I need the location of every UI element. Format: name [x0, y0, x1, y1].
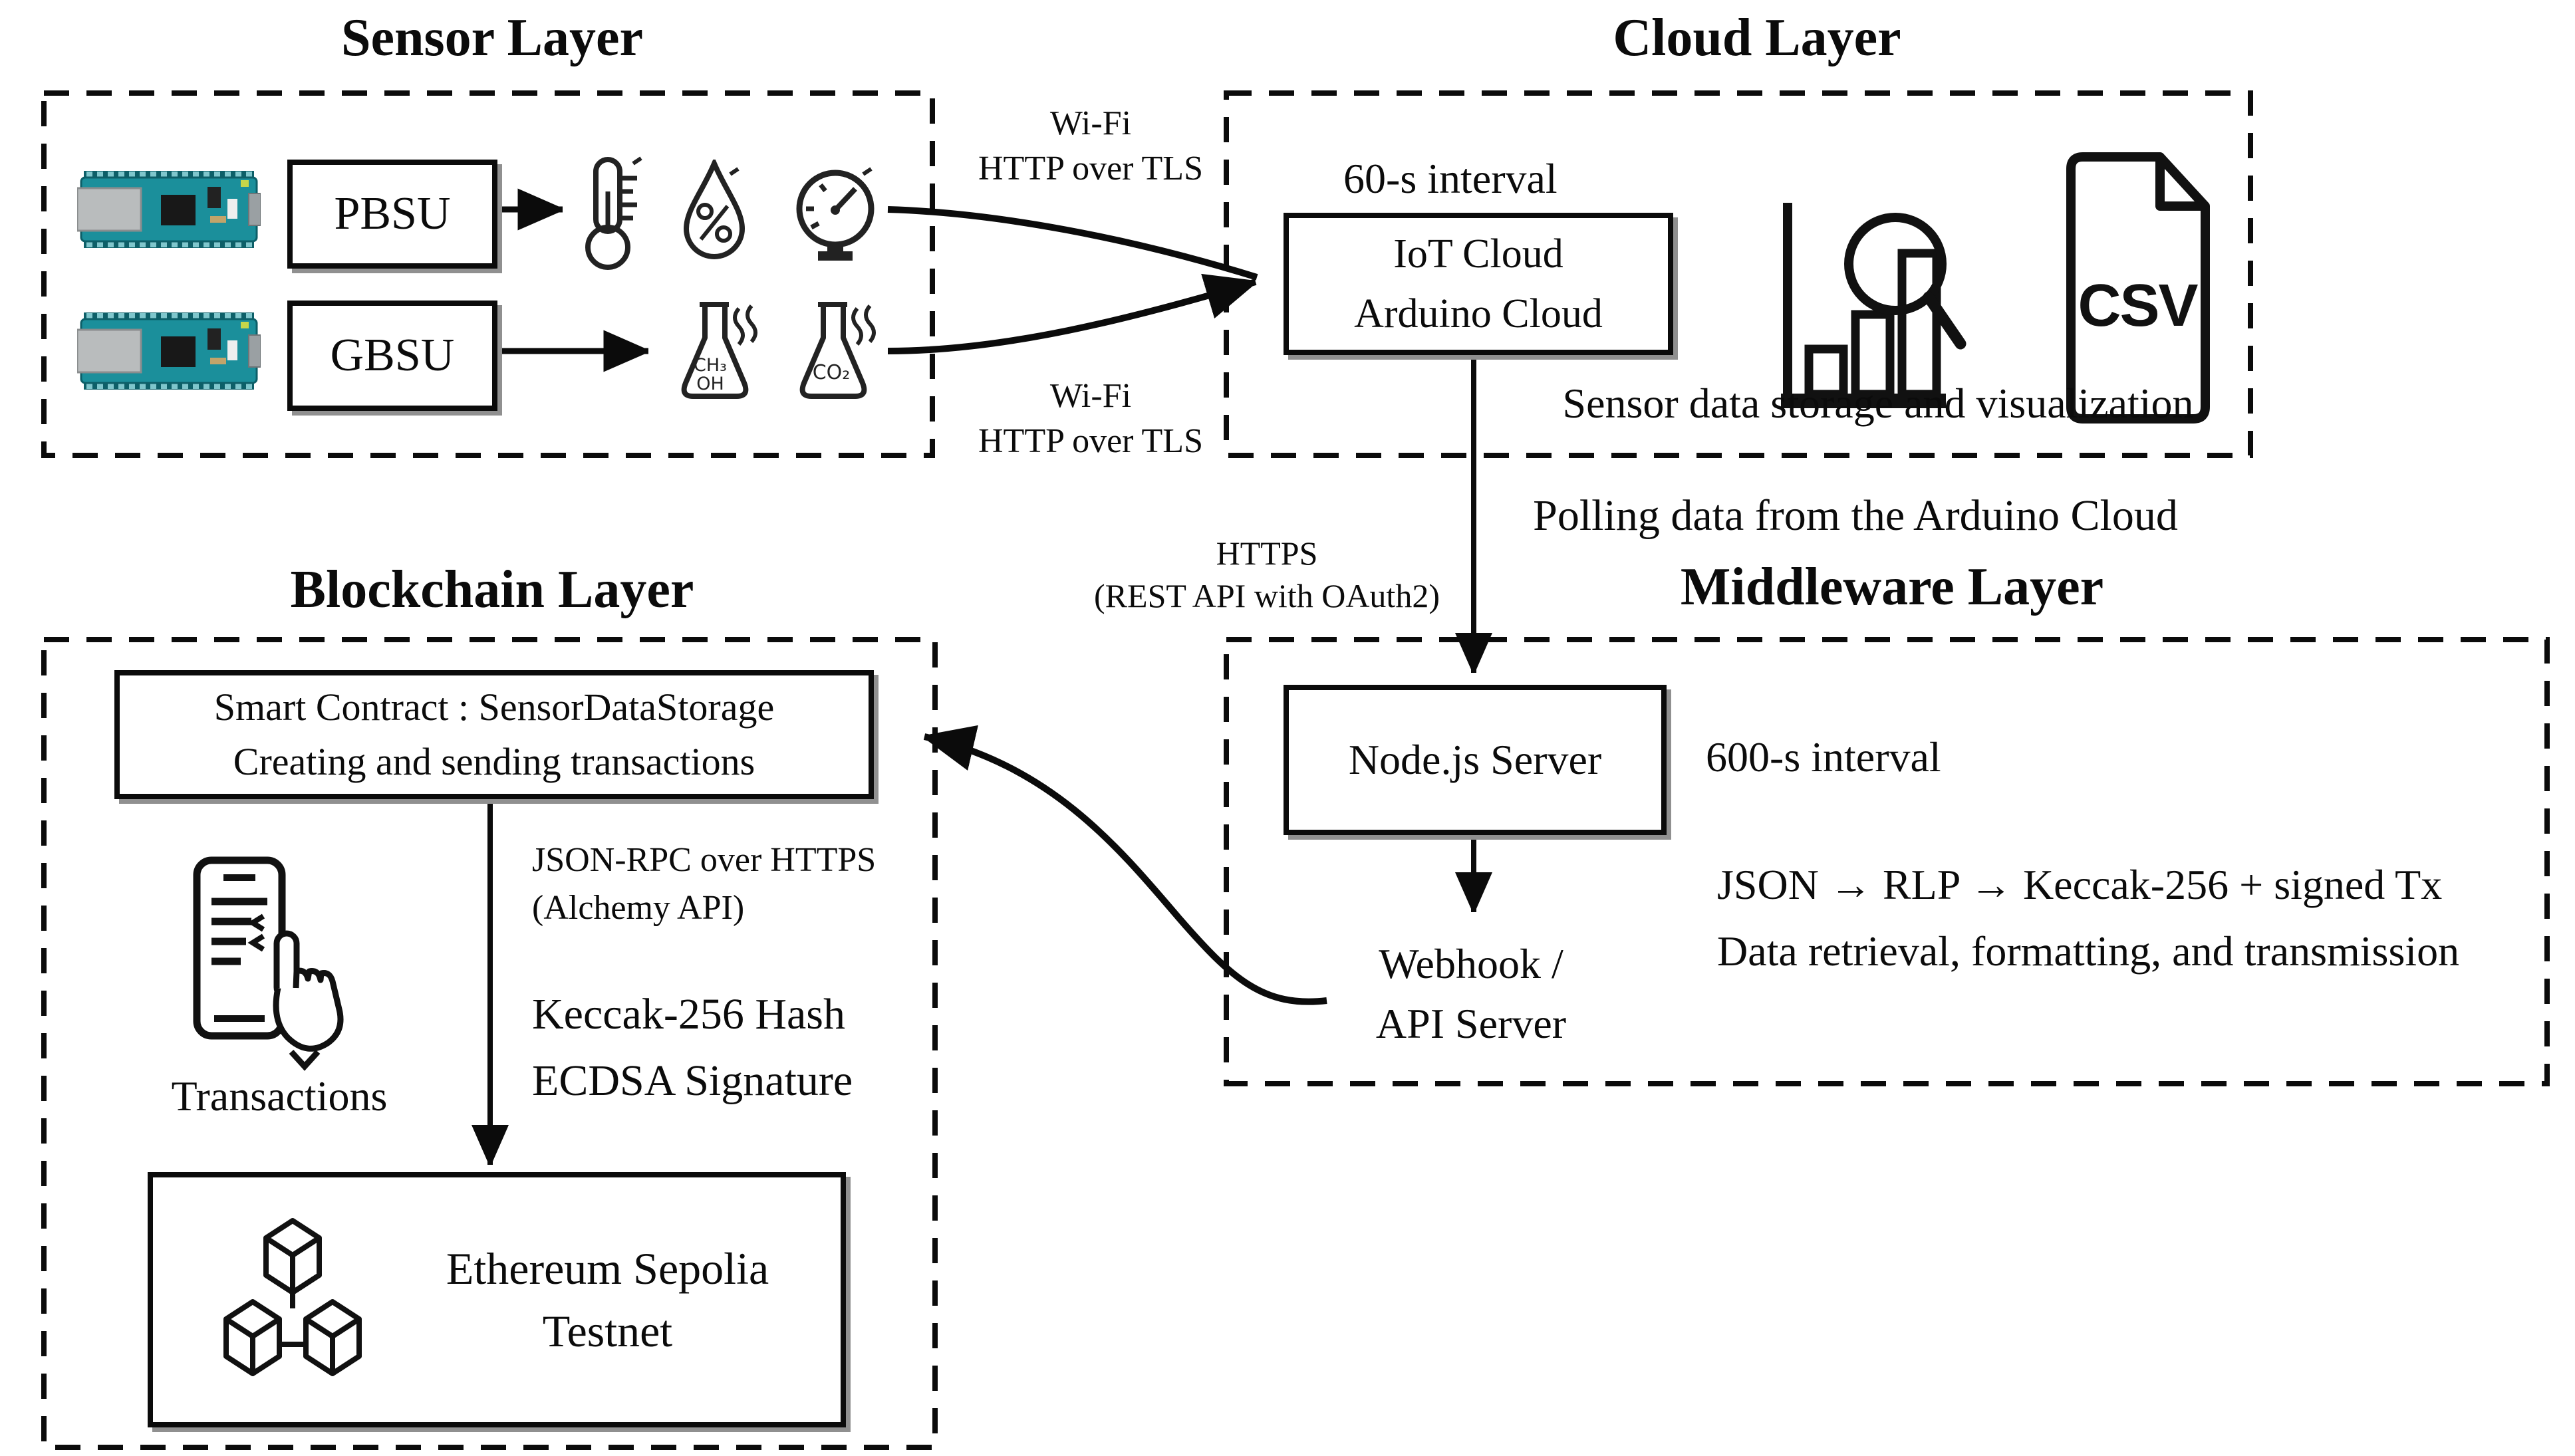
flask1-label-line1: CH₃ [694, 355, 727, 376]
jsonrpc-link-label: JSON-RPC over HTTPS (Alchemy API) [532, 836, 876, 932]
jsonrpc-line2: (Alchemy API) [532, 889, 745, 927]
wifi-link-top-curve [887, 206, 1258, 281]
cloud-layer-box [1224, 90, 2253, 458]
iot-cloud-line2: Arduino Cloud [1354, 291, 1603, 336]
middleware-interval-label: 600-s interval [1706, 733, 1941, 781]
wifi-link-bottom-label: Wi-Fi HTTP over TLS [978, 374, 1203, 464]
https-line1: HTTPS [1216, 535, 1318, 572]
middleware-layer-box [1224, 637, 2550, 1086]
smart-contract-box: Smart Contract : SensorDataStorage Creat… [114, 670, 874, 799]
cloud-layer-title: Cloud Layer [1613, 9, 1901, 67]
flask2-label: CO₂ [813, 361, 851, 384]
webhook-line1: Webhook / [1379, 940, 1563, 987]
smart-contract-line1: Smart Contract : SensorDataStorage [213, 685, 775, 729]
wifi-link-bottom-curve [887, 282, 1256, 354]
wifi-top-line1: Wi-Fi [1049, 104, 1132, 142]
transactions-label: Transactions [171, 1072, 388, 1120]
nodejs-server-box: Node.js Server [1284, 685, 1667, 835]
middleware-layer-title: Middleware Layer [1680, 558, 2104, 616]
wifi-link-top-label: Wi-Fi HTTP over TLS [978, 101, 1203, 191]
webhook-line2: API Server [1375, 1000, 1567, 1047]
wifi-bottom-line1: Wi-Fi [1049, 377, 1132, 415]
methanol-gas-sensor-icon: CH₃ OH [681, 302, 757, 399]
pipeline-label: JSON → RLP → Keccak-256 + signed Tx [1717, 861, 2443, 908]
gbsu-box: GBSU [287, 301, 497, 411]
csv-file-icon: CSV [2066, 152, 2210, 424]
arduino-board-pbsu-icon [77, 171, 261, 248]
sensor-layer-title: Sensor Layer [340, 9, 644, 67]
smart-contract-line2: Creating and sending transactions [233, 740, 755, 783]
arduino-board-gbsu-icon [77, 312, 261, 390]
cloud-caption: Sensor data storage and visualization [1562, 380, 2194, 427]
ethereum-line1: Ethereum Sepolia [446, 1243, 769, 1294]
gbsu-label: GBSU [330, 330, 455, 381]
ecdsa-signature-label: ECDSA Signature [532, 1056, 853, 1105]
wifi-top-line2: HTTP over TLS [978, 150, 1203, 187]
ethereum-sepolia-box: Ethereum Sepolia Testnet [148, 1172, 846, 1427]
https-link-label: HTTPS (REST API with OAuth2) [1094, 532, 1440, 617]
sensor-layer-box [41, 90, 935, 458]
https-line2: (REST API with OAuth2) [1094, 577, 1440, 614]
ethereum-label: Ethereum Sepolia Testnet [374, 1237, 841, 1362]
middleware-caption: Data retrieval, formatting, and transmis… [1717, 927, 2460, 975]
humidity-sensor-icon [683, 160, 745, 259]
polling-label: Polling data from the Arduino Cloud [1533, 491, 2178, 540]
keccak-hash-label: Keccak-256 Hash [532, 990, 845, 1038]
csv-label: CSV [2078, 273, 2198, 339]
pbsu-box: PBSU [287, 160, 497, 269]
nodejs-server-label: Node.js Server [1348, 736, 1602, 783]
blockchain-layer-title: Blockchain Layer [290, 560, 694, 619]
iot-cloud-box: IoT Cloud Arduino Cloud [1284, 213, 1673, 355]
temperature-sensor-icon [585, 156, 642, 270]
transactions-icon [193, 856, 344, 1071]
co2-gas-sensor-icon: CO₂ [799, 302, 876, 399]
blockchain-cubes-icon [223, 1218, 362, 1376]
cloud-interval-label: 60-s interval [1343, 155, 1558, 202]
flask1-label-line2: OH [696, 374, 724, 394]
ethereum-line2: Testnet [542, 1306, 673, 1356]
webhook-api-server-label: Webhook / API Server [1376, 934, 1566, 1054]
blockchain-layer-box [41, 637, 938, 1450]
jsonrpc-line1: JSON-RPC over HTTPS [532, 841, 877, 879]
pbsu-label: PBSU [334, 188, 451, 239]
pressure-sensor-icon [796, 167, 875, 261]
wifi-bottom-line2: HTTP over TLS [978, 422, 1203, 460]
iot-cloud-line1: IoT Cloud [1393, 231, 1563, 277]
webhook-to-contract-arrow [924, 737, 1327, 1005]
data-visualization-chart-icon [1781, 203, 1966, 408]
